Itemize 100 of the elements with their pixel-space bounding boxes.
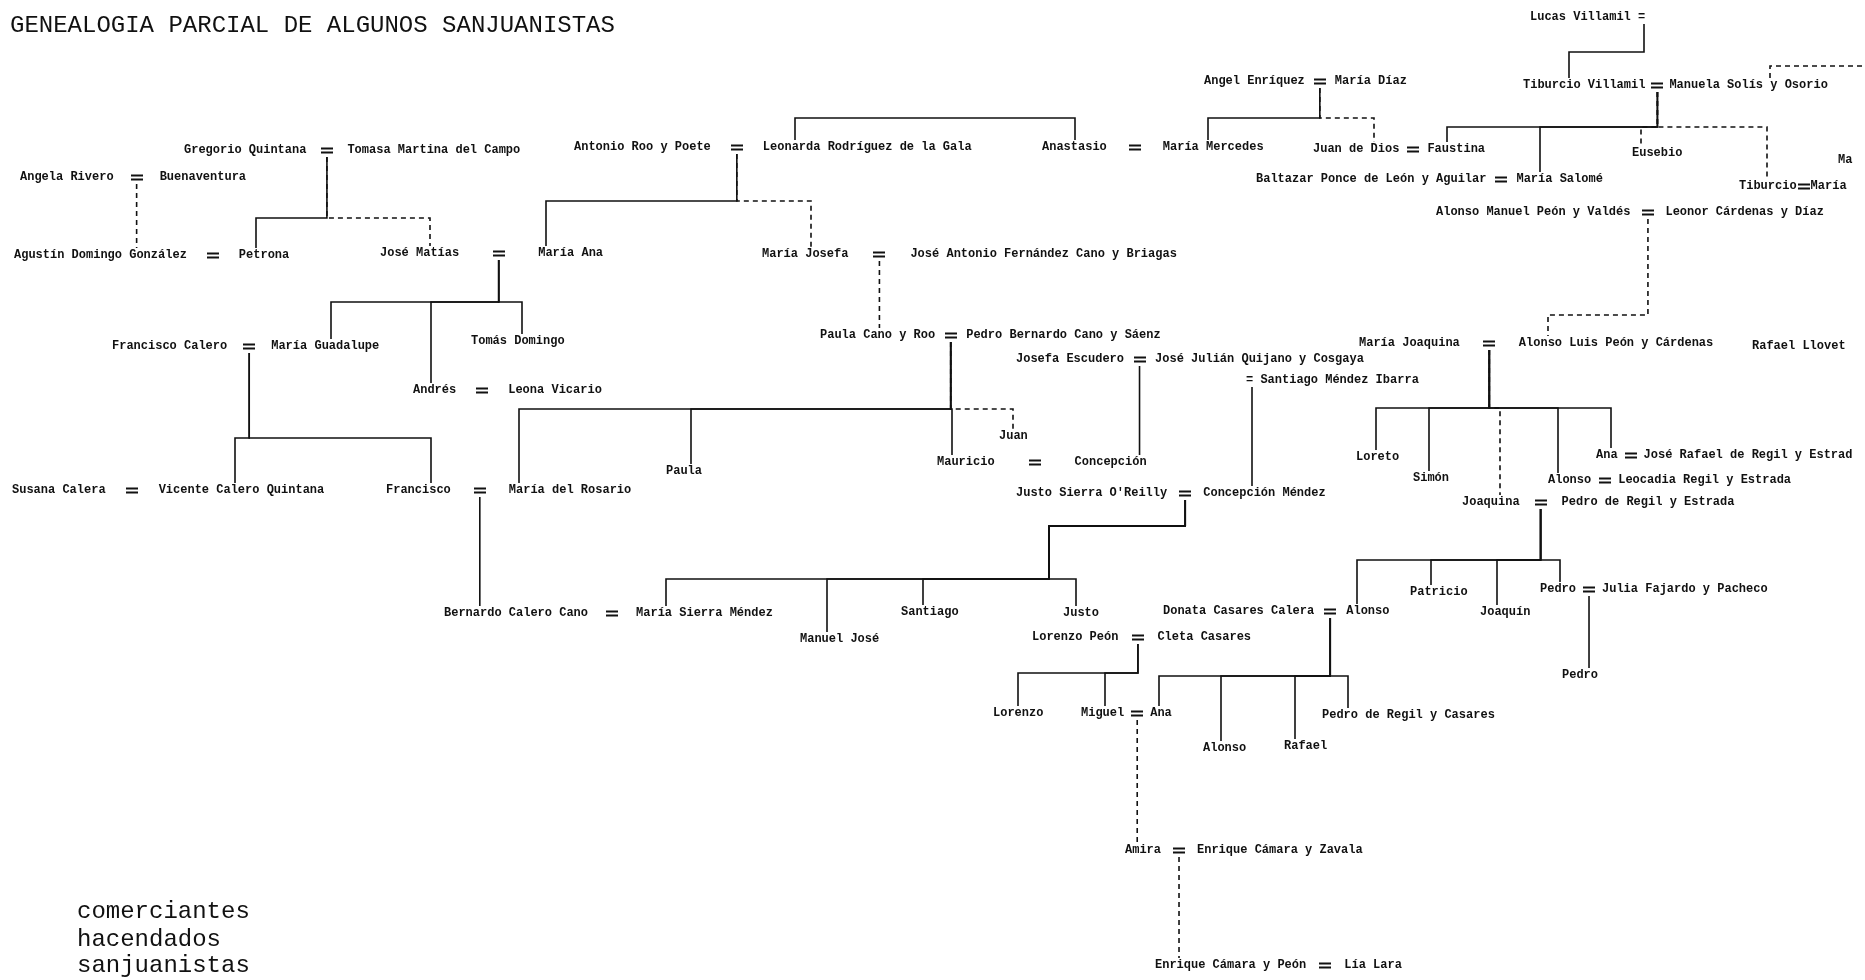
person-name: Tomasa Martina del Campo bbox=[347, 143, 521, 157]
person-name: Mauricio bbox=[937, 455, 995, 469]
person-name: Buenaventura bbox=[159, 170, 247, 184]
person-name: Alonso bbox=[1548, 473, 1592, 487]
person-name: Alonso Luis Peón y Cárdenas bbox=[1518, 336, 1714, 350]
person-name: Paula Cano y Roo bbox=[820, 328, 936, 342]
person-name: Ma bbox=[1838, 154, 1853, 168]
family-line bbox=[135, 183, 138, 249]
person-name: = Santiago Méndez Ibarra bbox=[1246, 373, 1419, 387]
person-name: María Joaquina bbox=[1359, 336, 1460, 350]
person-name: Rafael Llovet bbox=[1752, 340, 1846, 354]
family-line bbox=[1138, 365, 1141, 456]
family-line bbox=[248, 352, 432, 484]
person-name: Francisco bbox=[386, 483, 451, 497]
family-line bbox=[1539, 508, 1561, 583]
person-name: Josefa Escudero bbox=[1016, 352, 1125, 366]
family-line bbox=[736, 153, 812, 248]
family-line bbox=[1048, 499, 1187, 607]
person-name: María Josefa bbox=[762, 247, 849, 261]
legend-text: hacendados bbox=[77, 926, 222, 954]
person-name: José Antonio Fernández Cano y Briagas bbox=[910, 247, 1177, 261]
person-name: Lorenzo Peón bbox=[1032, 630, 1119, 644]
family-line bbox=[1178, 856, 1180, 959]
person-name: Angel Enríquez bbox=[1204, 74, 1305, 88]
person-name: Lucas Villamil = bbox=[1530, 10, 1646, 24]
person-name: Faustina bbox=[1427, 142, 1486, 156]
family-line bbox=[1251, 386, 1253, 487]
person-name: María Ana bbox=[538, 246, 604, 260]
person-name: Pedro Bernardo Cano y Sáenz bbox=[966, 328, 1161, 342]
person-name: Miguel bbox=[1081, 706, 1125, 720]
person-name: Manuel José bbox=[800, 632, 880, 646]
person-name: Alonso Manuel Peón y Valdés bbox=[1436, 205, 1631, 219]
legend-text: sanjuanistas bbox=[77, 952, 250, 980]
person-name: Baltazar Ponce de León y Aguilar bbox=[1256, 172, 1487, 186]
person-name: Loreto bbox=[1356, 450, 1400, 464]
person-name: Ana bbox=[1596, 448, 1618, 462]
person-name: José Matías bbox=[380, 246, 460, 260]
person-name: Simón bbox=[1413, 471, 1449, 485]
person-name: Eusebio bbox=[1632, 146, 1683, 160]
person-name: Julia Fajardo y Pacheco bbox=[1602, 582, 1768, 596]
person-name: Pedro de Regil y Casares bbox=[1322, 708, 1495, 722]
family-line bbox=[497, 259, 523, 335]
person-name: Ana bbox=[1150, 706, 1172, 720]
person-name: Enrique Cámara y Peón bbox=[1155, 958, 1307, 972]
person-name: Cleta Casares bbox=[1157, 630, 1252, 644]
person-name: Joaquina bbox=[1462, 495, 1520, 509]
person-name: Juan de Dios bbox=[1313, 142, 1400, 156]
family-line bbox=[1769, 65, 1863, 79]
person-name: Alonso bbox=[1346, 604, 1390, 618]
family-line bbox=[326, 156, 431, 247]
family-line bbox=[1588, 595, 1590, 669]
person-name: Pedro bbox=[1562, 668, 1598, 682]
person-name: Lorenzo bbox=[993, 706, 1044, 720]
person-name: Juan bbox=[999, 429, 1028, 443]
person-name: Anastasio bbox=[1042, 140, 1107, 154]
family-line bbox=[1547, 218, 1649, 337]
diagram-title: GENEALOGIA PARCIAL DE ALGUNOS SANJUANISTAS bbox=[10, 12, 615, 40]
person-name: María Guadalupe bbox=[271, 339, 380, 353]
person-name: Concepción Méndez bbox=[1203, 486, 1326, 500]
family-line bbox=[949, 341, 1014, 430]
person-name: Bernardo Calero Cano bbox=[444, 606, 589, 620]
person-name: Leocadia Regil y Estrada bbox=[1618, 473, 1792, 487]
person-name: Francisco Calero bbox=[112, 339, 228, 353]
family-line bbox=[479, 496, 481, 607]
person-name: María bbox=[1810, 179, 1847, 193]
person-name: Concepción bbox=[1074, 455, 1147, 469]
person-name: Tomás Domingo bbox=[471, 334, 565, 348]
person-name: María del Rosario bbox=[508, 483, 632, 497]
family-line bbox=[794, 117, 1076, 141]
person-name: Lía Lara bbox=[1344, 958, 1402, 972]
person-name: Tiburcio Villamil bbox=[1523, 78, 1646, 92]
person-name: Justo bbox=[1063, 606, 1099, 620]
person-name: José Rafael de Regil y Estrad bbox=[1643, 448, 1853, 462]
person-name: Pedro de Regil y Estrada bbox=[1561, 495, 1735, 509]
family-line bbox=[1488, 349, 1612, 449]
person-name: Angela Rivero bbox=[20, 170, 114, 184]
person-name: Leonor Cárdenas y Díaz bbox=[1665, 205, 1824, 219]
person-name: Petrona bbox=[238, 248, 290, 262]
family-line bbox=[878, 260, 881, 329]
person-name: Enrique Cámara y Zavala bbox=[1197, 843, 1363, 857]
person-name: José Julián Quijano y Cosgaya bbox=[1155, 352, 1364, 366]
person-name: Justo Sierra O'Reilly bbox=[1016, 486, 1168, 500]
person-name: Patricio bbox=[1410, 585, 1468, 599]
person-name: Rafael bbox=[1284, 739, 1328, 753]
person-name: Alonso bbox=[1203, 741, 1247, 755]
family-line bbox=[1568, 23, 1645, 79]
person-name: Andrés bbox=[413, 383, 457, 397]
person-name: Agustín Domingo González bbox=[14, 248, 187, 262]
person-name: Leonarda Rodríguez de la Gala bbox=[762, 140, 972, 154]
person-name: María Salomé bbox=[1516, 172, 1603, 186]
family-line bbox=[1136, 719, 1138, 844]
person-name: Joaquín bbox=[1480, 605, 1531, 619]
person-name: María Sierra Méndez bbox=[636, 606, 773, 620]
person-name: Tiburcio bbox=[1739, 179, 1797, 193]
family-line bbox=[1329, 617, 1349, 709]
family-line bbox=[1104, 643, 1139, 707]
person-name: Antonio Roo y Poete bbox=[574, 140, 711, 154]
person-name: Gregorio Quintana bbox=[184, 143, 307, 157]
person-name: Vicente Calero Quintana bbox=[158, 483, 325, 497]
person-name: Paula bbox=[666, 464, 702, 478]
